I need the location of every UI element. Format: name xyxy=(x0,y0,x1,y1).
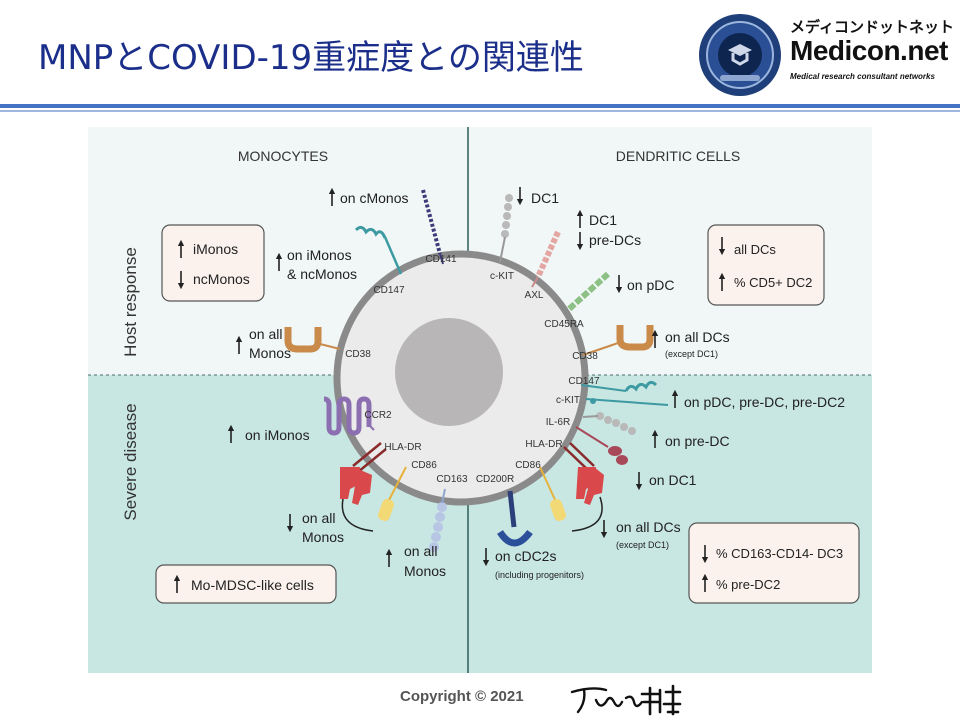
cd141-label: CD141 xyxy=(425,254,457,265)
severe-mono-box-item: Mo-MDSC-like cells xyxy=(191,577,314,593)
severe-dc-box: % CD163-CD14- DC3 % pre-DC2 xyxy=(688,522,860,604)
label-predcs-down: pre-DCs xyxy=(589,232,641,248)
logo-en-text: Medicon.net xyxy=(790,35,948,66)
label-on-cdc2s: on cDC2s xyxy=(495,548,556,564)
label-dc1-up: DC1 xyxy=(589,212,617,228)
label-on-predc: on pre-DC xyxy=(665,433,730,449)
host-mono-box: iMonos ncMonos xyxy=(161,224,265,302)
axl-receptor xyxy=(531,230,561,288)
label-on-imonos: on iMonos xyxy=(245,427,310,443)
monocytes-header: MONOCYTES xyxy=(238,148,328,164)
ccr2-receptor xyxy=(323,396,375,436)
severe-dc-box-item-1: % CD163-CD14- DC3 xyxy=(716,546,843,561)
label-except-dc1: (except DC1) xyxy=(665,349,718,359)
logo-jp-text: メディコンドットネット xyxy=(790,18,954,36)
dendritic-header: DENDRITIC CELLS xyxy=(616,148,740,164)
cd38-left-receptor xyxy=(284,327,341,353)
label-on-all-dcs-b: on all DCs xyxy=(616,519,681,535)
host-dc-box-item-2: % CD5+ DC2 xyxy=(734,275,812,290)
label-except-dc1-b: (except DC1) xyxy=(616,540,669,550)
label-on-all-monos-b2: Monos xyxy=(302,529,344,545)
il6r-label: IL-6R xyxy=(546,417,570,428)
cd163-receptor xyxy=(429,488,447,552)
label-on-all-monos-2: Monos xyxy=(249,345,291,361)
label-on-dc1: on DC1 xyxy=(649,472,697,488)
label-on-pdc-predc-predc2: on pDC, pre-DC, pre-DC2 xyxy=(684,394,845,410)
cd38-right-receptor xyxy=(582,325,654,356)
cd86-right-label: CD86 xyxy=(515,460,541,471)
severe-mono-box: Mo-MDSC-like cells xyxy=(155,564,337,604)
label-on-all-monos-c1: on all xyxy=(404,543,437,559)
cd45ra-label: CD45RA xyxy=(544,319,584,330)
cd147-right-label: CD147 xyxy=(568,376,600,387)
label-including-progenitors: (including progenitors) xyxy=(495,570,584,580)
copyright-text: Copyright © 2021 xyxy=(400,688,524,705)
cd200r-receptor xyxy=(497,490,533,547)
cell-nucleus xyxy=(395,318,503,426)
host-dc-box: all DCs % CD5+ DC2 xyxy=(707,224,825,306)
medicon-logo-icon xyxy=(699,14,781,96)
host-response-label: Host response xyxy=(121,247,140,357)
severe-dc-box-item-2: % pre-DC2 xyxy=(716,577,780,592)
host-dc-box-item-1: all DCs xyxy=(734,242,776,257)
label-on-pdc: on pDC xyxy=(627,277,674,293)
cd147-right-receptor xyxy=(580,380,658,392)
severe-disease-label: Severe disease xyxy=(121,403,140,520)
cd141-receptor xyxy=(421,189,444,265)
hladr-right-receptor xyxy=(563,442,604,505)
ckit-right-label: c-KIT xyxy=(556,395,580,406)
label-on-imonos-ncmonos-2: & ncMonos xyxy=(287,266,357,282)
label-on-all-dcs: on all DCs xyxy=(665,329,730,345)
header-rule xyxy=(0,104,960,108)
label-on-all-monos-b1: on all xyxy=(302,510,335,526)
cd86-left-label: CD86 xyxy=(411,460,437,471)
label-on-cmonos: on cMonos xyxy=(340,190,408,206)
slide-title: MNPとCOVID-19重症度との関連性 xyxy=(38,38,584,78)
ckit-top-label: c-KIT xyxy=(490,271,514,282)
ckit-receptor xyxy=(499,194,513,263)
axl-label: AXL xyxy=(525,290,544,301)
hladr-left-label: HLA-DR xyxy=(384,442,421,453)
bracket-left-icon xyxy=(341,498,374,532)
label-on-imonos-ncmonos-1: on iMonos xyxy=(287,247,352,263)
cd200r-label: CD200R xyxy=(476,474,514,485)
cd86-right-receptor xyxy=(539,466,566,521)
bracket-right-icon xyxy=(571,496,603,532)
il6r-receptor xyxy=(582,412,636,435)
host-mono-box-item-2: ncMonos xyxy=(193,271,250,287)
signature-icon xyxy=(570,684,682,716)
logo-sub-text: Medical research consultant networks xyxy=(790,72,935,81)
hladr-left-receptor xyxy=(340,442,387,505)
ckit-right-receptor xyxy=(585,398,669,406)
cd147-left-label: CD147 xyxy=(373,285,405,296)
ccr2-label: CCR2 xyxy=(364,410,392,421)
label-on-all-monos-c2: Monos xyxy=(404,563,446,579)
host-mono-box-item-1: iMonos xyxy=(193,241,238,257)
cd147-left-receptor xyxy=(354,225,403,275)
header-rule-thin xyxy=(0,110,960,112)
cd163-label: CD163 xyxy=(436,474,468,485)
hladr-right-label: HLA-DR xyxy=(525,439,562,450)
label-dc1-down: DC1 xyxy=(531,190,559,206)
cd38-right-label: CD38 xyxy=(572,351,598,362)
dc1-receptor xyxy=(575,426,628,465)
label-on-all-monos-1: on all xyxy=(249,326,282,342)
cd86-left-receptor xyxy=(378,466,407,521)
mnp-diagram: MONOCYTES DENDRITIC CELLS Host response … xyxy=(88,127,872,673)
cd38-left-label: CD38 xyxy=(345,349,371,360)
